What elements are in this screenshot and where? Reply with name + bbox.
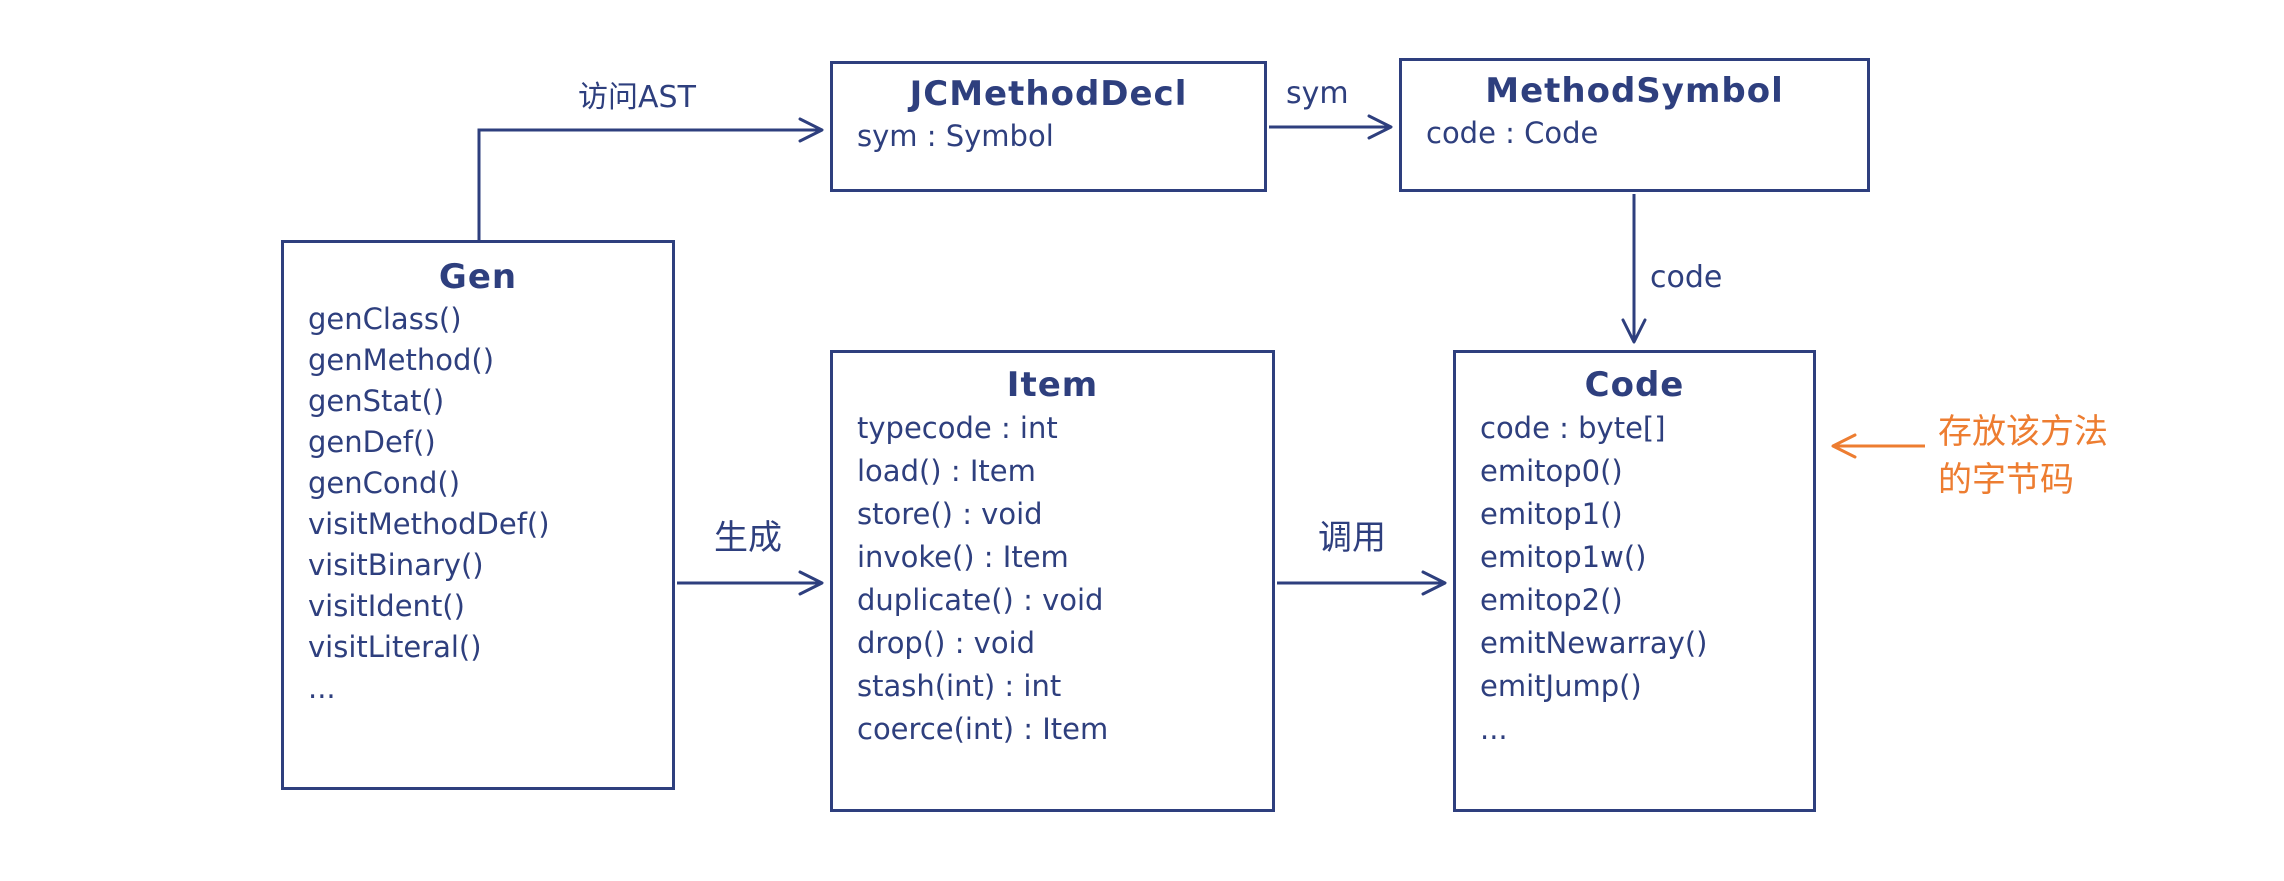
- class-member: visitBinary(): [308, 548, 484, 582]
- class-member: coerce(int) : Item: [857, 712, 1109, 746]
- connector-gen-to-jcmethoddecl: [477, 117, 824, 242]
- class-member: store() : void: [857, 497, 1043, 531]
- class-member: stash(int) : int: [857, 669, 1062, 703]
- annotation-line: 的字节码: [1938, 460, 2074, 500]
- class-member: emitop1w(): [1480, 540, 1647, 574]
- class-member: ...: [308, 671, 336, 705]
- class-member: duplicate() : void: [857, 583, 1104, 617]
- edge-label-code: code: [1650, 260, 1723, 295]
- class-member: visitMethodDef(): [308, 507, 550, 541]
- class-member: genClass(): [308, 302, 462, 336]
- class-member: code : byte[]: [1480, 411, 1666, 445]
- class-member: genMethod(): [308, 343, 495, 377]
- class-member: genDef(): [308, 425, 436, 459]
- annotation-line: 存放该方法: [1938, 412, 2108, 452]
- class-box-jcmethoddecl: JCMethodDecl sym : Symbol: [830, 61, 1267, 192]
- class-member: ...: [1480, 712, 1508, 746]
- class-member-list: genClass() genMethod() genStat() genDef() ge…: [284, 299, 672, 709]
- class-member: emitop1(): [1480, 497, 1623, 531]
- class-box-methodsymbol: MethodSymbol code : Code: [1399, 58, 1870, 192]
- class-box-gen: Gen genClass() genMethod() genStat() genDef…: [281, 240, 675, 790]
- annotation-note: 存放该方法 的字节码: [1938, 408, 2108, 504]
- class-member: drop() : void: [857, 626, 1036, 660]
- class-member: visitLiteral(): [308, 630, 482, 664]
- class-member: code : Code: [1426, 116, 1599, 150]
- class-member: load() : Item: [857, 454, 1036, 488]
- edge-label-generate: 生成: [714, 518, 782, 558]
- edge-label-invoke: 调用: [1318, 518, 1386, 558]
- class-member: genStat(): [308, 384, 445, 418]
- class-title: Item: [1006, 365, 1099, 405]
- class-member: sym : Symbol: [857, 119, 1054, 153]
- class-member: emitNewarray(): [1480, 626, 1708, 660]
- edge-label-sym: sym: [1286, 76, 1349, 111]
- class-member: invoke() : Item: [857, 540, 1069, 574]
- class-member: genCond(): [308, 466, 461, 500]
- class-member-list: typecode : int load() : Item store() : voi…: [833, 407, 1272, 751]
- class-box-item: Item typecode : int load() : Item store() …: [830, 350, 1275, 812]
- class-title: Gen: [438, 257, 518, 297]
- class-box-code: Code code : byte[] emitop0() emitop1() emit…: [1453, 350, 1816, 812]
- class-member-list: code : Code: [1402, 113, 1867, 154]
- class-member: typecode : int: [857, 411, 1058, 445]
- class-member: emitJump(): [1480, 669, 1642, 703]
- class-title: Code: [1584, 365, 1685, 405]
- class-member: emitop2(): [1480, 583, 1623, 617]
- class-title: MethodSymbol: [1485, 71, 1784, 111]
- class-member: visitIdent(): [308, 589, 465, 623]
- class-member-list: code : byte[] emitop0() emitop1() emitop1w(…: [1456, 407, 1813, 751]
- class-title: JCMethodDecl: [909, 74, 1188, 114]
- edge-label-visit-ast: 访问AST: [578, 80, 696, 115]
- class-member: emitop0(): [1480, 454, 1623, 488]
- class-member-list: sym : Symbol: [833, 116, 1264, 157]
